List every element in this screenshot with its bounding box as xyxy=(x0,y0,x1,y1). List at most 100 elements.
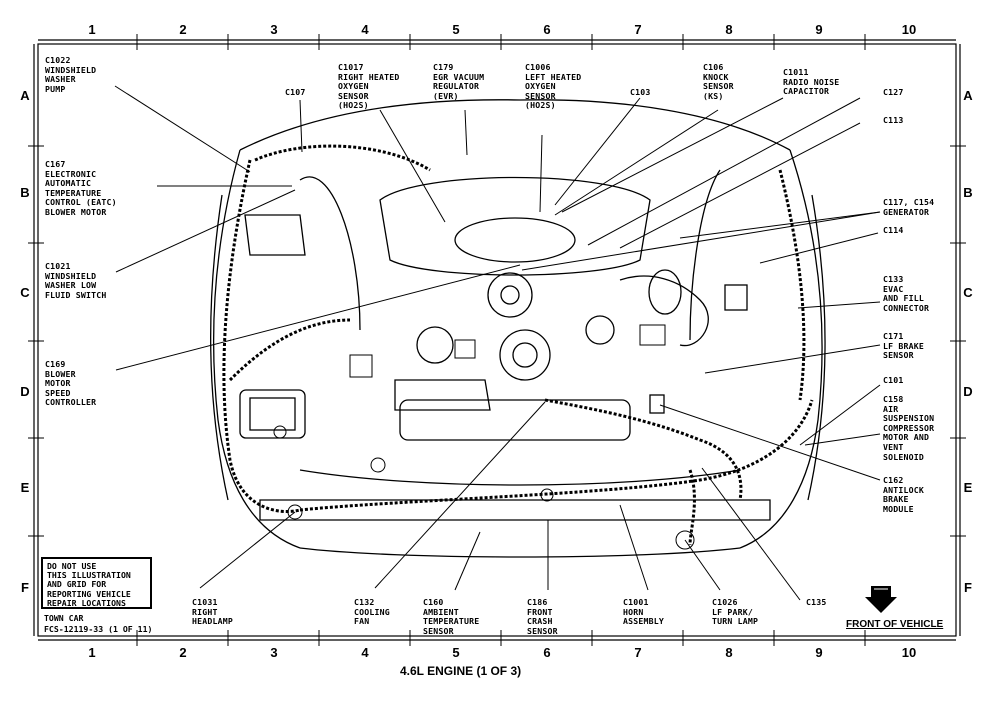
callout-line: FLUID SWITCH xyxy=(45,289,107,300)
callout-line: AMBIENT xyxy=(423,606,459,617)
grid-col-7: 7 xyxy=(634,22,642,37)
callout-line: AND GRID FOR xyxy=(47,579,107,590)
callout-line: AUTOMATIC xyxy=(45,178,92,189)
callout-line: SPEED xyxy=(45,387,71,398)
grid-col-5: 5 xyxy=(452,22,460,37)
callout-line: KNOCK xyxy=(703,71,729,82)
callout-line: RADIO NOISE xyxy=(783,76,840,87)
callout-line: RIGHT xyxy=(192,606,218,617)
callout-line: MOTOR xyxy=(45,378,71,389)
grid-col-10: 10 xyxy=(901,22,917,37)
grid-col-7-bottom: 7 xyxy=(634,645,642,660)
callout-line: C103 xyxy=(630,87,651,97)
grid-col-10-bottom: 10 xyxy=(901,645,917,660)
callout-line: C133 xyxy=(883,274,904,284)
callout-c107: C107 xyxy=(285,87,306,98)
callout-c101: C101 xyxy=(883,375,904,386)
callout-c135: C135 xyxy=(806,597,827,608)
callout-line: BRAKE xyxy=(883,494,909,505)
callout-line: WINDSHIELD xyxy=(45,64,97,75)
frame xyxy=(33,39,961,641)
callout-line: GENERATOR xyxy=(883,206,930,217)
grid-col-1-bottom: 1 xyxy=(88,645,96,660)
footer-code: FCS-12119-33 (1 OF 11) xyxy=(44,624,153,634)
callout-line: TEMPERATURE xyxy=(45,187,102,198)
grid-col-6-bottom: 6 xyxy=(543,645,551,660)
grid-col-4-bottom: 4 xyxy=(361,645,369,660)
grid-col-9: 9 xyxy=(815,22,823,37)
callout-line: SENSOR xyxy=(338,90,369,101)
callout-line: C1001 xyxy=(623,597,649,607)
grid-col-4: 4 xyxy=(361,22,369,37)
callout-line: SENSOR xyxy=(423,625,454,636)
callout-line: C160 xyxy=(423,597,444,607)
callout-line: (EVR) xyxy=(433,90,459,101)
callout-line: REPORTING VEHICLE xyxy=(47,588,131,599)
callout-line: AND FILL xyxy=(883,293,925,304)
callout-line: THIS ILLUSTRATION xyxy=(47,570,131,581)
callout-line: SUSPENSION xyxy=(883,413,935,424)
callout-line: C167 xyxy=(45,159,66,169)
callout-line: BLOWER xyxy=(45,368,76,379)
callout-line: HORN xyxy=(623,606,644,617)
callout-line: C162 xyxy=(883,475,904,485)
callout-line: C135 xyxy=(806,597,827,607)
callout-line: ANTILOCK xyxy=(883,484,925,495)
callout-line: CAPACITOR xyxy=(783,86,830,97)
grid-row-f-right: F xyxy=(964,580,972,595)
callout-line: C1026 xyxy=(712,597,738,607)
callout-line: LF BRAKE xyxy=(883,340,925,351)
grid-col-5-bottom: 5 xyxy=(452,645,460,660)
grid-row-d-right: D xyxy=(963,384,973,399)
grid-col-9-bottom: 9 xyxy=(815,645,823,660)
callout-line: C113 xyxy=(883,115,904,125)
callout-line: CONTROLLER xyxy=(45,397,97,408)
callout-line: SENSOR xyxy=(527,625,558,636)
callout-line: C107 xyxy=(285,87,306,97)
callout-c103: C103 xyxy=(630,87,651,98)
callout-line: PUMP xyxy=(45,83,66,94)
callout-line: ASSEMBLY xyxy=(623,616,665,627)
grid-row-b: B xyxy=(20,185,30,200)
callout-c127: C127 xyxy=(883,87,904,98)
callout-line: SOLENOID xyxy=(883,451,925,462)
callout-line: C114 xyxy=(883,225,904,235)
callout-line: FAN xyxy=(354,616,370,627)
grid-row-d: D xyxy=(20,384,30,399)
callout-line: MODULE xyxy=(883,503,914,514)
diagram-title: 4.6L ENGINE (1 OF 3) xyxy=(400,664,522,678)
callout-line: EVAC xyxy=(883,283,904,294)
callout-line: REPAIR LOCATIONS xyxy=(47,597,126,608)
front-arrow-icon xyxy=(865,586,897,613)
callout-c114: C114 xyxy=(883,225,904,236)
grid-ticks xyxy=(28,34,966,646)
grid-col-1: 1 xyxy=(88,22,96,37)
footer-model: TOWN CAR xyxy=(44,613,84,623)
callout-line: C106 xyxy=(703,62,724,72)
callout-line: C1011 xyxy=(783,67,809,77)
callout-line: CONNECTOR xyxy=(883,302,930,313)
grid-row-a: A xyxy=(20,88,30,103)
callout-line: SENSOR xyxy=(703,81,734,92)
callout-line: VENT xyxy=(883,441,904,452)
grid-col-2-bottom: 2 xyxy=(179,645,187,660)
grid-col-3-bottom: 3 xyxy=(270,645,278,660)
callout-line: HEADLAMP xyxy=(192,616,234,627)
callout-line: C1031 xyxy=(192,597,218,607)
callout-line: EGR VACUUM xyxy=(433,71,485,82)
callout-line: WINDSHIELD xyxy=(45,270,97,281)
callout-line: C186 xyxy=(527,597,548,607)
callout-line: LEFT HEATED xyxy=(525,71,582,82)
callout-line: CRASH xyxy=(527,616,553,627)
